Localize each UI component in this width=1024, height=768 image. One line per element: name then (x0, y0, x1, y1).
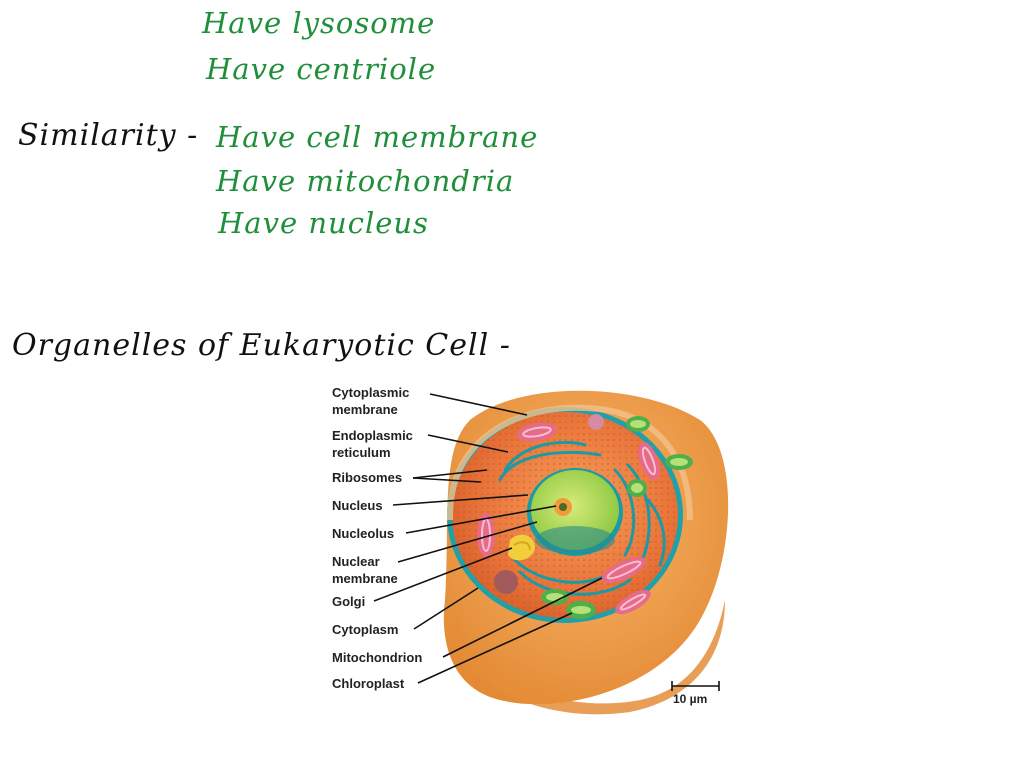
label-cytoplasmic-membrane: Cytoplasmic membrane (332, 385, 410, 417)
vesicle (588, 414, 604, 430)
scale-bar-label: 10 µm (673, 692, 708, 706)
mitochondria (477, 422, 660, 615)
chloroplasts (541, 416, 693, 619)
label-nuclear-membrane: Nuclear membrane (332, 554, 398, 586)
label-cytoplasm: Cytoplasm (332, 622, 399, 637)
leader-lines (373, 393, 603, 684)
label-ribosomes: Ribosomes (332, 470, 403, 485)
label-nucleolus: Nucleolus (332, 526, 395, 541)
note-have-lysosome: Have lysosome (202, 6, 436, 40)
note-have-centriole: Have centriole (206, 52, 437, 86)
label-nucleus: Nucleus (332, 498, 383, 513)
label-endoplasmic-reticulum: Endoplasmic reticulum (332, 428, 413, 460)
label-golgi: Golgi (332, 594, 366, 609)
similarity-heading: Similarity - (18, 118, 199, 153)
endoplasmic-reticulum (498, 441, 666, 596)
similarity-item-mitochondria: Have mitochondria (216, 164, 515, 198)
similarity-item-nucleus: Have nucleus (218, 206, 429, 240)
golgi (508, 534, 535, 561)
organelles-heading: Organelles of Eukaryotic Cell - (12, 328, 511, 363)
vacuole (494, 570, 518, 594)
similarity-item-cell-membrane: Have cell membrane (216, 120, 539, 154)
nucleus (527, 468, 623, 556)
label-mitochondrion: Mitochondrion (332, 650, 423, 665)
label-chloroplast: Chloroplast (332, 676, 405, 691)
scale-bar (671, 681, 720, 691)
